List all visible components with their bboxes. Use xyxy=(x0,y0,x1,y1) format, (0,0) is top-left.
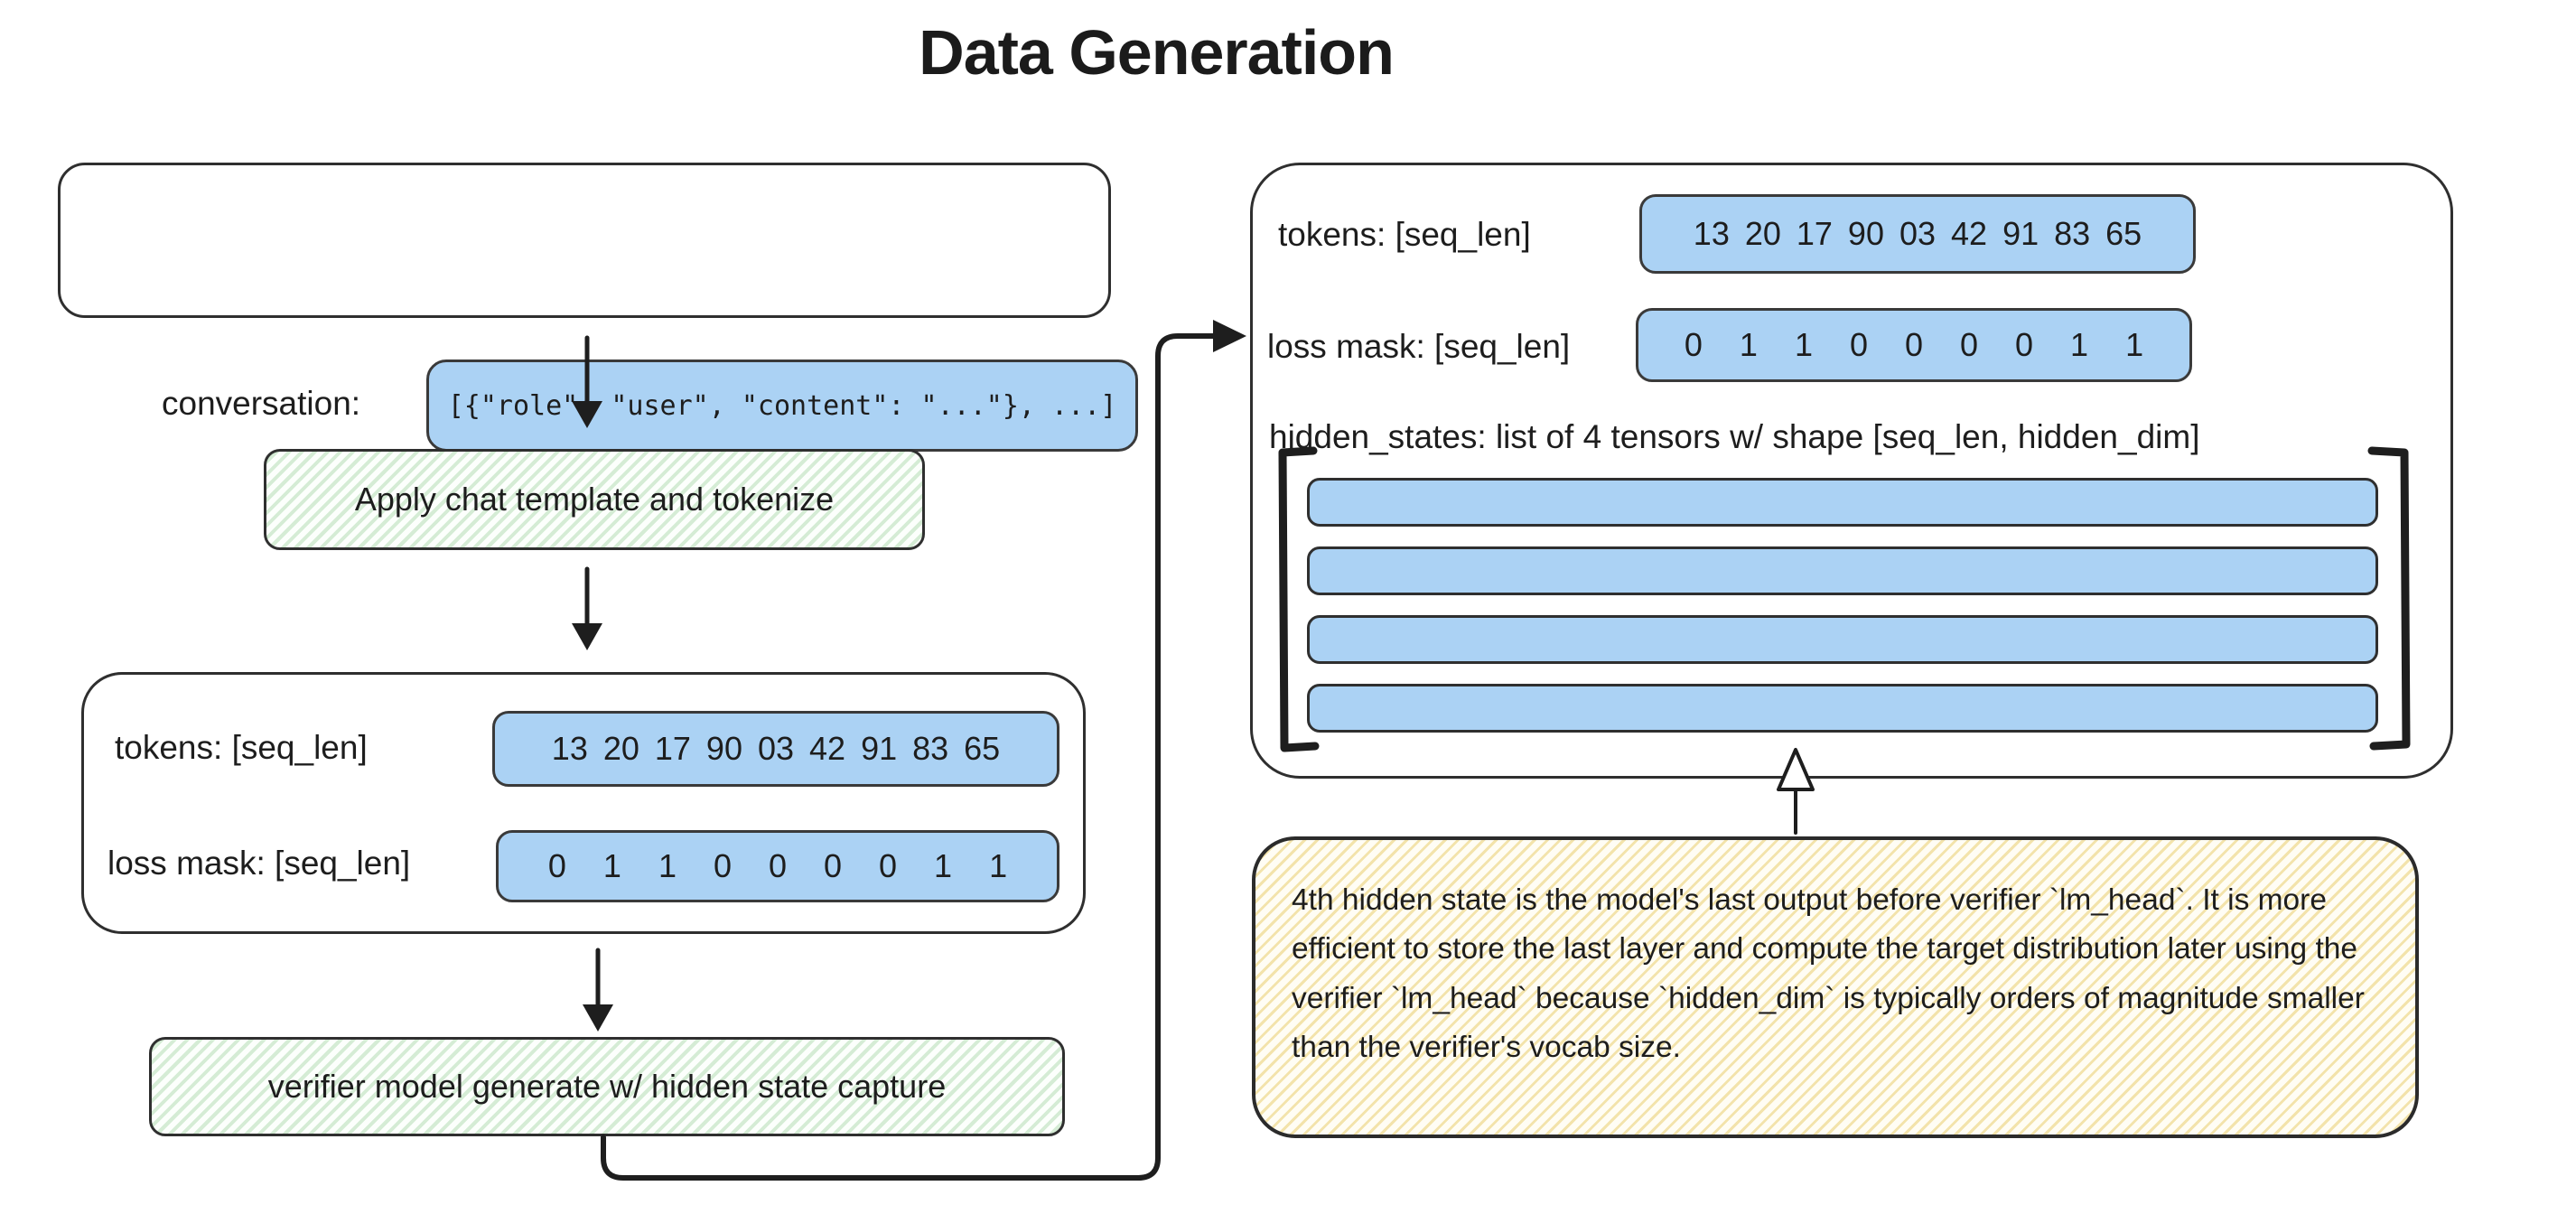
right-output-panel: tokens: [seq_len] 13 20 17 90 03 42 91 8… xyxy=(1250,163,2453,779)
conversation-label: conversation: xyxy=(162,385,361,422)
arrowhead-icon xyxy=(583,1004,613,1032)
loss-mask-values-pill: 0 1 1 0 0 0 0 1 1 xyxy=(1636,308,2192,382)
arrowhead-icon xyxy=(1213,320,1246,352)
conversation-value-pill: [{"role": "user", "content": "..."}, ...… xyxy=(426,360,1138,452)
note-box: 4th hidden state is the model's last out… xyxy=(1252,836,2419,1138)
page-title: Data Generation xyxy=(919,17,1395,88)
left-tensor-box: tokens: [seq_len] 13 20 17 90 03 42 91 8… xyxy=(81,672,1086,934)
hidden-states-label: hidden_states: list of 4 tensors w/ shap… xyxy=(1269,418,2200,455)
conversation-box: conversation: [{"role": "user", "content… xyxy=(58,163,1138,452)
tokens-label: tokens: [seq_len] xyxy=(115,729,368,766)
hidden-state-bar xyxy=(1307,478,2378,527)
loss-mask-values-pill: 0 1 1 0 0 0 0 1 1 xyxy=(496,830,1059,902)
hidden-state-bar xyxy=(1307,684,2378,733)
hidden-state-bar xyxy=(1307,546,2378,595)
arrowhead-icon xyxy=(572,623,602,650)
loss-mask-label: loss mask: [seq_len] xyxy=(107,845,411,882)
tokens-values-pill: 13 20 17 90 03 42 91 83 65 xyxy=(492,711,1059,787)
hidden-states-list xyxy=(1307,478,2378,752)
verifier-generate-step: verifier model generate w/ hidden state … xyxy=(149,1037,1065,1136)
loss-mask-label: loss mask: [seq_len] xyxy=(1267,328,1571,365)
apply-chat-template-step: Apply chat template and tokenize xyxy=(264,449,925,550)
note-text: 4th hidden state is the model's last out… xyxy=(1292,883,2365,1064)
tokens-label: tokens: [seq_len] xyxy=(1278,216,1531,253)
tokens-values-pill: 13 20 17 90 03 42 91 83 65 xyxy=(1639,194,2196,274)
hidden-state-bar xyxy=(1307,615,2378,664)
